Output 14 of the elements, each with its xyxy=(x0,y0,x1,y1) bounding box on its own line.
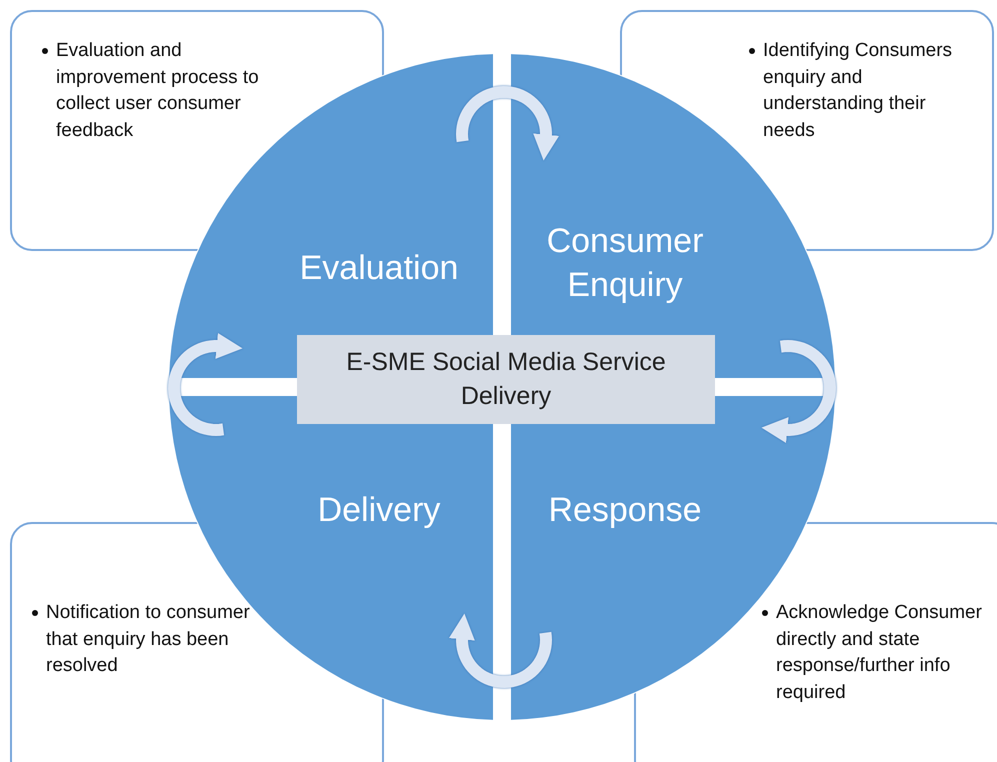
center-title-box xyxy=(297,335,715,424)
curved-arrow xyxy=(168,332,243,436)
quadrant-label: Response xyxy=(547,490,703,531)
quadrant-label: Evaluation xyxy=(298,248,460,289)
quadrant-label: Consumer Enquiry xyxy=(546,220,704,306)
curved-arrow xyxy=(761,340,836,444)
quadrant-label: Delivery xyxy=(316,490,442,531)
title-text: E-SME Social Media Service Delivery xyxy=(345,346,667,412)
bullet-text: Acknowledge Consumer directly and state response/further info required xyxy=(760,600,997,706)
bullet-text: Evaluation and improvement process to collect user consumer feedback xyxy=(40,38,276,144)
curved-arrow xyxy=(456,86,560,161)
curved-arrow xyxy=(448,613,552,688)
bullet-text: Notification to consumer that enquiry has been resolved xyxy=(30,600,266,680)
bullet-text: Identifying Consumers enquiry and understanding their needs xyxy=(747,38,973,144)
